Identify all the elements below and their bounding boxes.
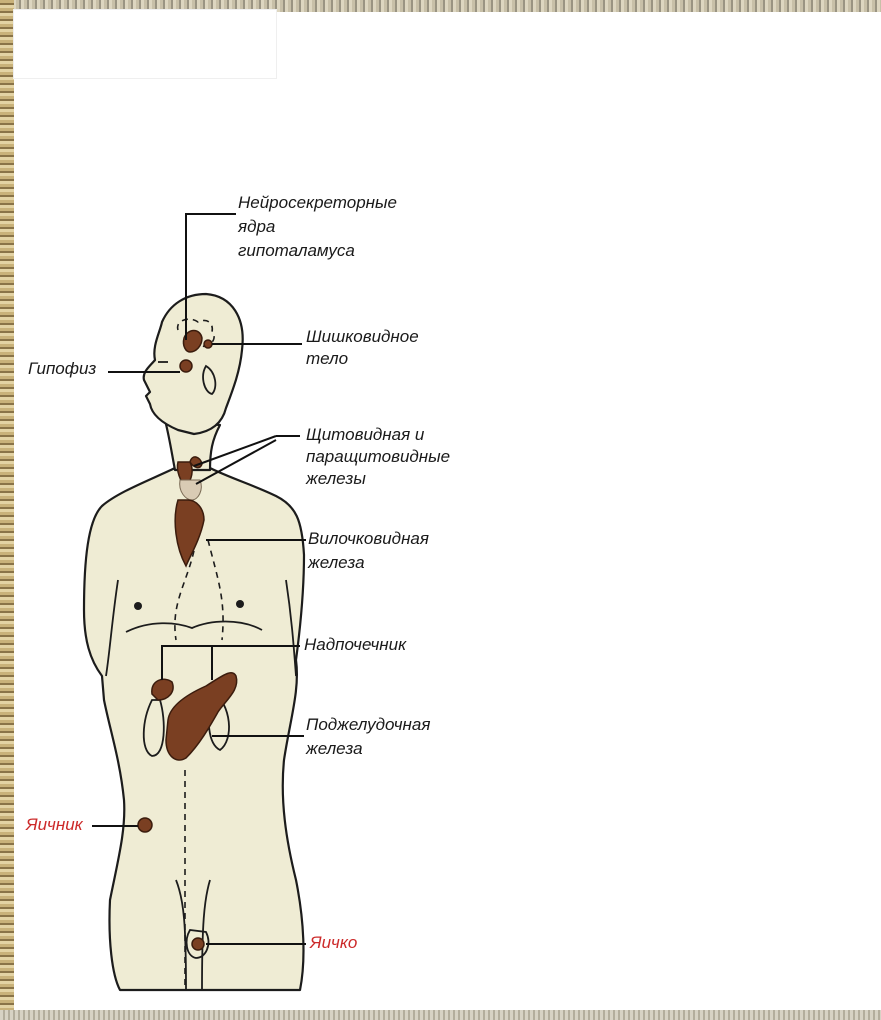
label-thymus-2: железа	[307, 553, 365, 572]
testis	[192, 938, 204, 950]
body-outline	[84, 294, 304, 990]
label-thyroid-3: железы	[305, 469, 366, 488]
label-ovary: Яичник	[25, 815, 84, 834]
label-pancreas-1: Поджелудочная	[306, 715, 430, 734]
label-thymus-1: Вилочковидная	[308, 529, 429, 548]
label-pituitary: Гипофиз	[28, 359, 96, 378]
left-nipple	[134, 602, 142, 610]
label-hypothalamus-3: гипоталамуса	[238, 241, 355, 260]
left-border	[0, 0, 14, 1020]
label-adrenal: Надпочечник	[304, 635, 407, 654]
label-pineal-2: тело	[306, 349, 348, 368]
label-thyroid-1: Щитовидная и	[306, 425, 425, 444]
label-pancreas-2: железа	[305, 739, 363, 758]
right-nipple	[236, 600, 244, 608]
endocrine-diagram: Нейросекреторные ядра гипоталамуса Гипоф…	[14, 0, 474, 1010]
label-hypothalamus-1: Нейросекреторные	[238, 193, 397, 212]
pituitary	[180, 360, 192, 372]
label-thyroid-2: паращитовидные	[306, 447, 450, 466]
label-hypothalamus-2: ядра	[237, 217, 275, 236]
pineal-gland	[204, 340, 212, 348]
label-pineal-1: Шишковидное	[306, 327, 419, 346]
label-testis: Яичко	[309, 933, 357, 952]
bottom-border	[0, 1010, 881, 1020]
ovary	[138, 818, 152, 832]
head	[144, 294, 243, 434]
